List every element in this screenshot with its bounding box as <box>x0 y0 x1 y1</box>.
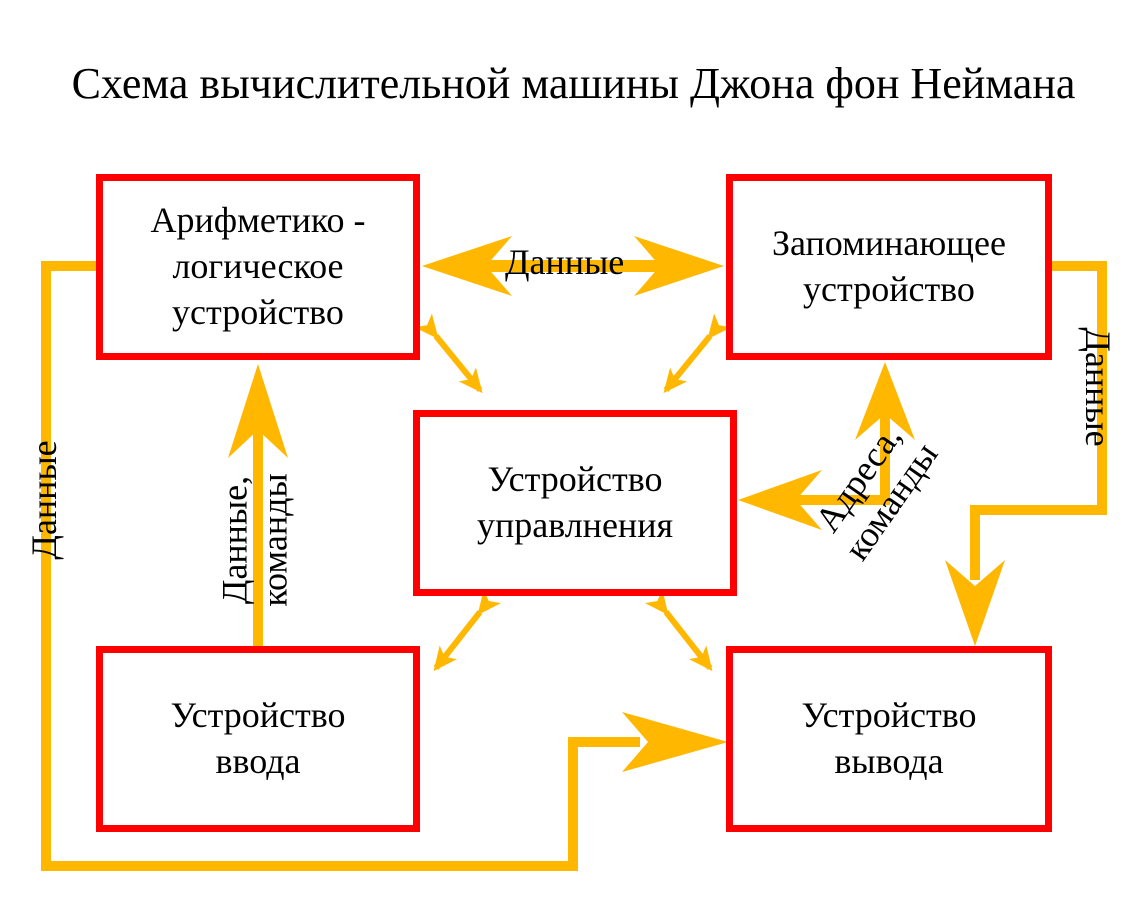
left-bus-data-label: Данные <box>24 440 64 560</box>
left-bus-connector <box>41 261 728 871</box>
memory-block-text: Запоминающее устройство <box>772 223 1006 309</box>
memory-block: Запоминающее устройство <box>726 174 1052 360</box>
memory-control-connector <box>738 362 915 530</box>
control-input-link <box>433 589 502 672</box>
alu-block-text: Арифметико - логическое устройство <box>150 200 366 332</box>
input-alu-arrowhead <box>228 364 288 458</box>
alu-block: Арифметико - логическое устройство <box>96 174 420 360</box>
right-bus-connector <box>945 261 1107 646</box>
left-bus-arrowhead <box>622 712 728 772</box>
diagram-title: Схема вычислительной машины Джона фон Не… <box>71 59 1076 108</box>
memory-control-link <box>663 313 732 394</box>
input-alu-label: Данные, команды <box>214 473 294 607</box>
control-unit-block-text: Устройство управлнения <box>476 459 674 545</box>
alu-control-link <box>414 313 483 394</box>
memory-control-arrowhead-up <box>855 362 915 440</box>
alu-memory-connector <box>422 236 724 296</box>
right-bus-arrowhead <box>945 560 1005 646</box>
control-diagonal-links <box>414 313 732 672</box>
output-device-block: Устройство вывода <box>726 646 1052 832</box>
input-device-block: Устройство ввода <box>96 646 420 832</box>
alu-memory-data-label: Данные <box>505 242 625 282</box>
control-output-link <box>644 589 713 672</box>
input-device-block-text: Устройство ввода <box>170 695 346 781</box>
control-unit-block: Устройство управлнения <box>413 410 737 596</box>
output-device-block-text: Устройство вывода <box>801 695 977 781</box>
memory-control-arrowhead-left <box>738 470 822 530</box>
right-bus-data-label: Данные <box>1078 327 1118 447</box>
alu-memory-arrowhead-right <box>634 236 724 296</box>
alu-memory-arrowhead-left <box>422 236 512 296</box>
input-alu-connector <box>228 364 288 646</box>
